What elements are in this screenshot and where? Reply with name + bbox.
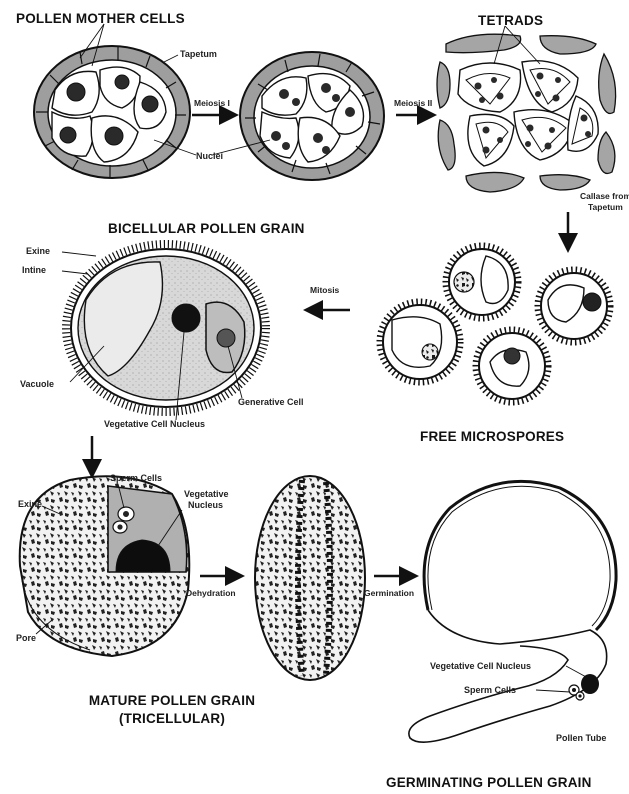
free-microspores-group xyxy=(380,246,610,402)
heading-free-microspores: FREE MICROSPORES xyxy=(420,430,564,444)
pollen-mother-cells-sac xyxy=(34,46,190,178)
germinating-grain xyxy=(409,481,616,742)
mature-grain xyxy=(20,476,190,656)
label-nuclei: Nuclei xyxy=(196,152,223,161)
label-vegetative-nucleus-line2: Nucleus xyxy=(188,501,223,510)
heading-germinating: GERMINATING POLLEN GRAIN xyxy=(386,776,592,790)
label-generative-cell: Generative Cell xyxy=(238,398,304,407)
heading-mature-line1: MATURE POLLEN GRAIN xyxy=(72,694,272,708)
heading-pollen-mother-cells: POLLEN MOTHER CELLS xyxy=(16,12,185,26)
microspore-2 xyxy=(538,270,610,342)
label-meiosis-2: Meiosis II xyxy=(394,99,432,108)
microspore-1 xyxy=(446,246,518,318)
label-exine: Exine xyxy=(26,247,50,256)
heading-tetrads: TETRADS xyxy=(478,14,543,28)
label-mitosis: Mitosis xyxy=(310,286,339,295)
pollen-tube-outline xyxy=(409,610,607,742)
label-dehydration: Dehydration xyxy=(186,589,236,598)
label-callase-line1: Callase from xyxy=(580,192,629,201)
label-meiosis-1: Meiosis I xyxy=(194,99,230,108)
label-sperm-cells: Sperm Cells xyxy=(110,474,162,483)
label-vegetative-cell-nucleus: Vegetative Cell Nucleus xyxy=(104,420,205,429)
label-intine: Intine xyxy=(22,266,46,275)
label-vacuole: Vacuole xyxy=(20,380,54,389)
label-tapetum: Tapetum xyxy=(180,50,217,59)
label-germ-vegetative-cell-nucleus: Vegetative Cell Nucleus xyxy=(430,662,531,671)
label-vegetative-nucleus-line1: Vegetative xyxy=(184,490,229,499)
label-germination: Germination xyxy=(364,589,414,598)
microspore-3 xyxy=(380,302,460,382)
bicellular-grain xyxy=(66,244,266,412)
dehydrated-grain xyxy=(255,476,365,680)
tetrads-cluster xyxy=(437,34,616,192)
label-pollen-tube: Pollen Tube xyxy=(556,734,606,743)
label-callase-line2: Tapetum xyxy=(588,203,623,212)
microspore-4 xyxy=(476,330,548,402)
label-pore: Pore xyxy=(16,634,36,643)
label-germ-sperm-cells: Sperm Cells xyxy=(464,686,516,695)
vegetative-nucleus-shape xyxy=(172,304,200,332)
label-mature-exine: Exine xyxy=(18,500,42,509)
heading-mature-line2: (TRICELLULAR) xyxy=(72,712,272,726)
meiosis-1-sac xyxy=(240,52,384,180)
heading-bicellular: BICELLULAR POLLEN GRAIN xyxy=(108,222,305,236)
